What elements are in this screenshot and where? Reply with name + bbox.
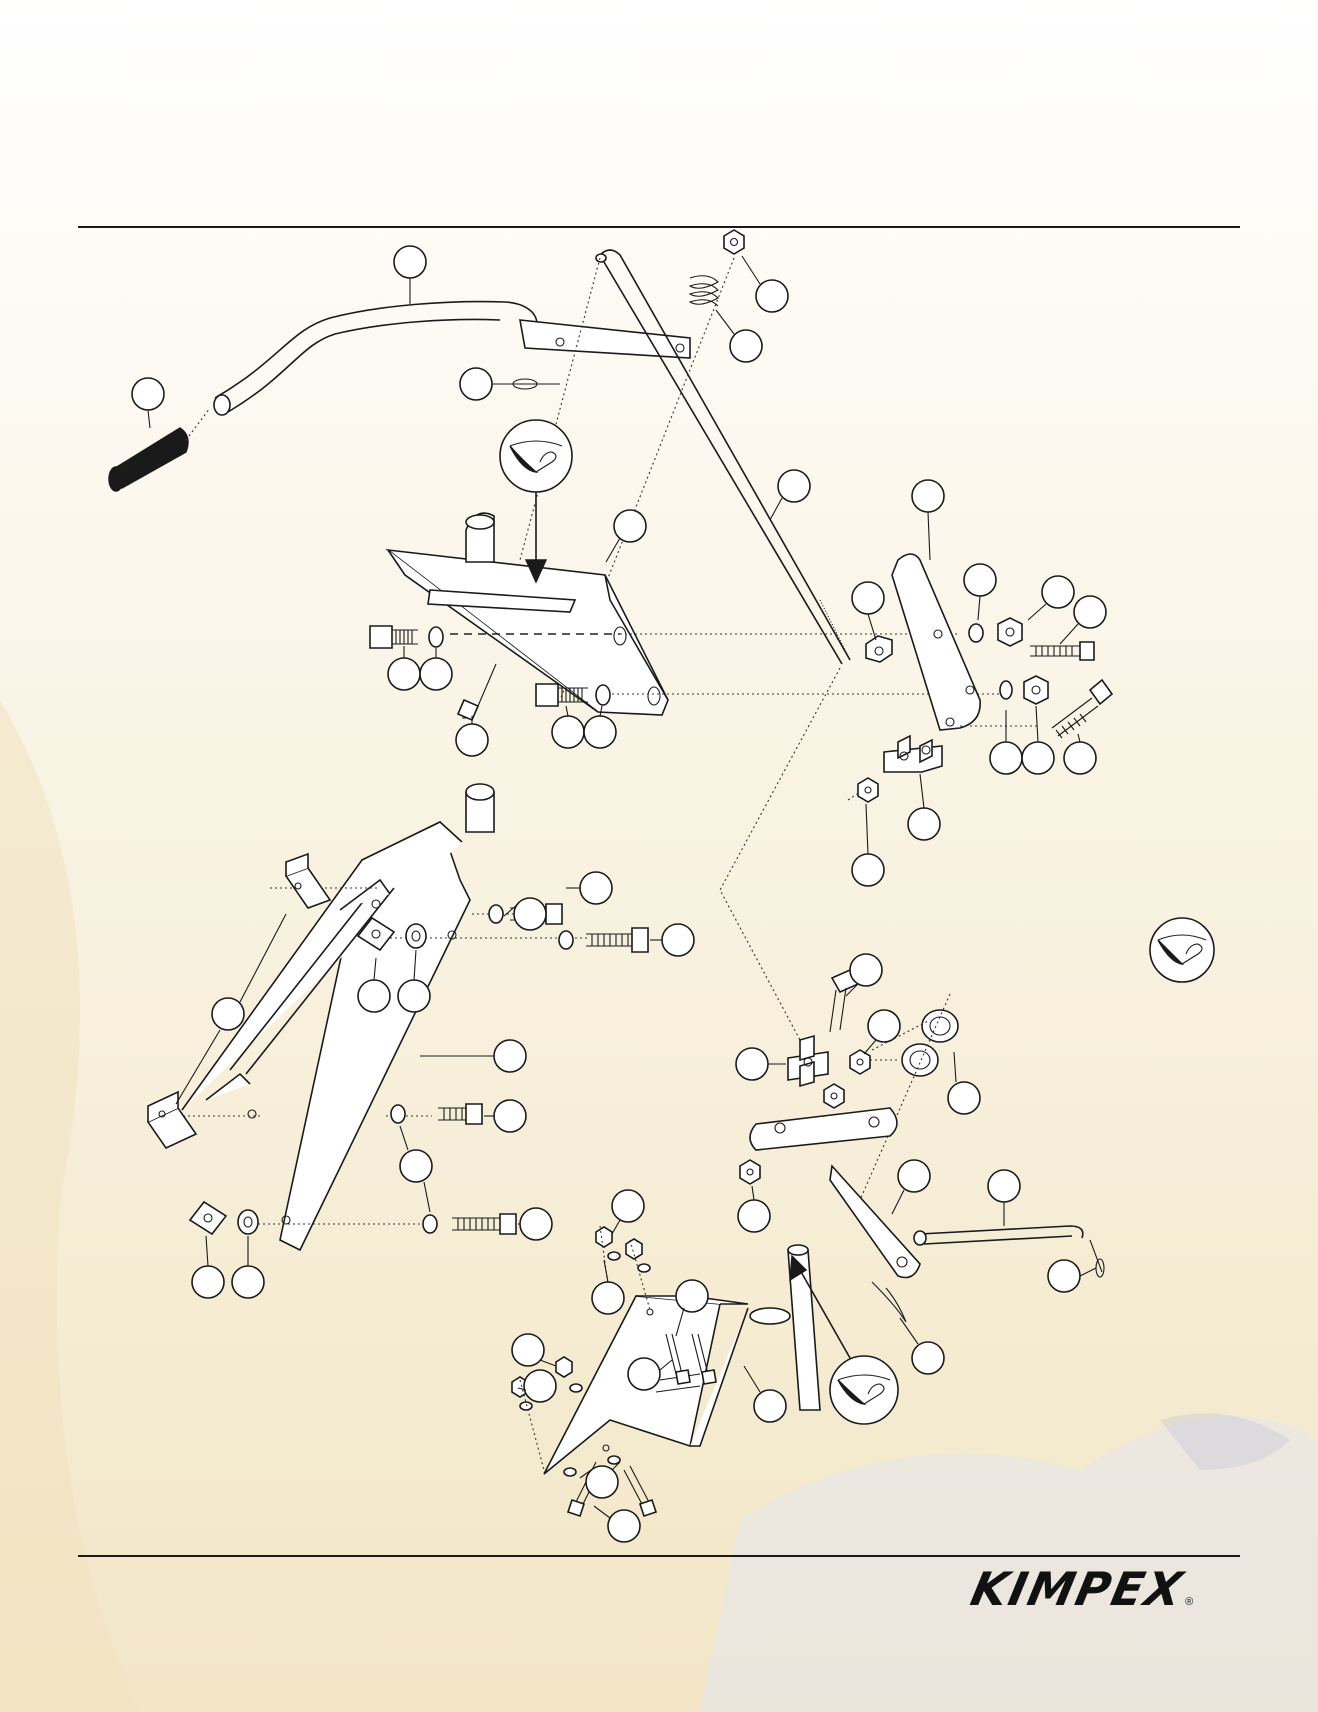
nuts-base-top <box>595 1226 651 1273</box>
bolt-base-4 <box>623 1465 658 1518</box>
grease-callout-upper <box>499 419 573 584</box>
nut-top <box>723 229 745 255</box>
square-nut-left-upper <box>284 852 332 909</box>
nut-clevis-upper <box>857 777 879 803</box>
pivot-arm <box>829 1164 921 1279</box>
bolt-vertical-small <box>456 663 497 722</box>
header-rule <box>78 226 1240 228</box>
square-nut-bottom <box>188 1200 228 1236</box>
footer-rule <box>78 1555 1240 1557</box>
washer-mid-2 <box>558 930 574 950</box>
pivot-bracket <box>385 512 669 716</box>
bolt-left-lower <box>535 683 611 707</box>
lever-arm <box>749 1107 898 1151</box>
brand-logo: KIMPEX ® <box>966 1562 1240 1616</box>
control-rod <box>595 249 851 665</box>
bolt-mid-3 <box>438 1103 483 1125</box>
cotter-pin-top <box>510 378 560 390</box>
hair-pin <box>871 1281 907 1323</box>
nut-lower-2 <box>823 1083 845 1109</box>
bolt-left-upper <box>369 625 444 649</box>
nut-right-lower <box>1023 675 1049 705</box>
clevis-lower <box>787 1034 829 1088</box>
grease-point-icon <box>1149 917 1215 983</box>
logo-wordmark: KIMPEX <box>966 1562 1189 1616</box>
spacer-mid <box>405 923 427 949</box>
vertical-shaft <box>749 1244 821 1411</box>
nut-lower-left <box>739 1159 761 1185</box>
washer-mid-4 <box>422 1214 438 1234</box>
bolt-base-2 <box>691 1333 717 1385</box>
nuts-base-left <box>511 1356 583 1411</box>
washer-mid-1 <box>488 904 504 924</box>
bolt-right-upper <box>1030 641 1095 661</box>
registered-mark: ® <box>1185 1596 1194 1608</box>
grease-callout-lower <box>789 1254 899 1425</box>
nut-rod-end <box>865 635 893 663</box>
bolt-base-1 <box>665 1333 691 1385</box>
spacer-bottom <box>237 1209 259 1235</box>
handle-grip <box>108 407 211 492</box>
lock-washer-2 <box>901 1043 939 1077</box>
clevis-upper <box>883 734 943 773</box>
spring <box>688 275 719 307</box>
callout-bubbles <box>131 245 1107 1543</box>
bolt-right-lower <box>1051 678 1114 739</box>
cotter-pin-right <box>1089 1239 1105 1278</box>
square-nut-mid <box>356 916 396 952</box>
nut-lower-1 <box>849 1049 871 1075</box>
washer-right-upper <box>968 623 984 643</box>
bolt-mid-2 <box>586 927 649 953</box>
washers-base-bottom <box>563 1455 621 1477</box>
square-nut-left-lower <box>146 1090 198 1150</box>
lock-washer-1 <box>921 1009 959 1043</box>
link-rod <box>913 1225 1084 1246</box>
handle-lever <box>213 300 691 416</box>
nut-right-upper <box>997 617 1023 647</box>
washer-mid-3 <box>390 1104 406 1124</box>
bolt-mid-4 <box>452 1213 517 1235</box>
washer-right-lower <box>999 680 1013 700</box>
link-bracket <box>891 553 981 731</box>
